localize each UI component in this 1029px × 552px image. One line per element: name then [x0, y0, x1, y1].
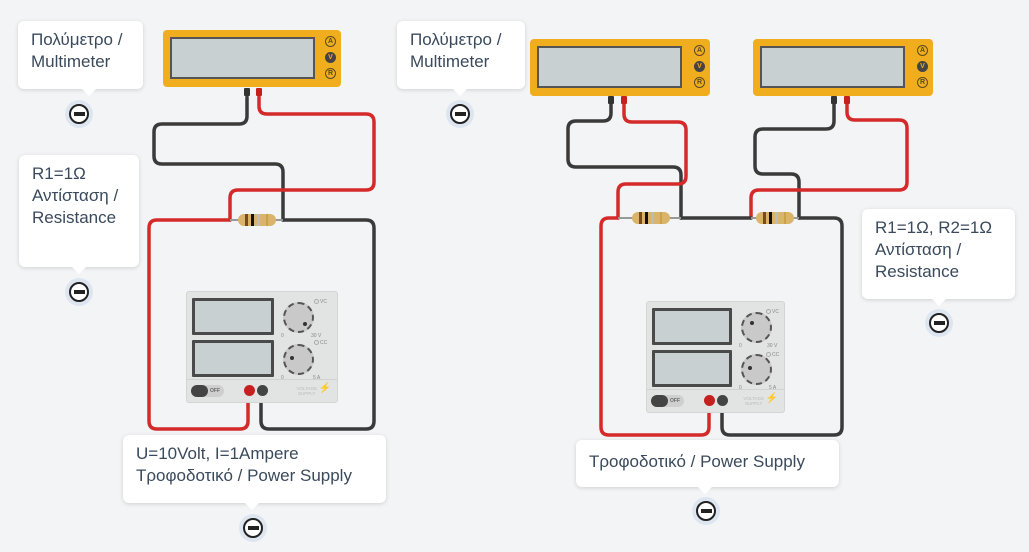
collapse-minus-icon[interactable] [692, 497, 720, 525]
psu-current-min: 0 [739, 385, 742, 391]
multimeter-voltmeter-button[interactable]: V [325, 52, 336, 63]
wire-black-meter1 [566, 101, 683, 220]
probe-red[interactable] [256, 88, 262, 96]
probe-red[interactable] [844, 96, 850, 104]
note-line: R1=1Ω, R2=1Ω [875, 218, 993, 237]
note-line: Αντίσταση / [32, 186, 119, 205]
note-line: Πολύμετρο / [410, 30, 502, 49]
psu-cc-label: CC [772, 352, 780, 358]
probe-black[interactable] [831, 96, 837, 104]
psu-positive-terminal[interactable] [244, 385, 255, 396]
wire-black-resistor-to-psu [259, 218, 376, 431]
psu-cv-label: VC [320, 299, 327, 305]
psu-current-display [192, 340, 274, 377]
multimeter-display [170, 37, 315, 79]
collapse-minus-icon[interactable] [446, 100, 474, 128]
note-line: Resistance [32, 208, 117, 227]
resistor-right-r2 [751, 212, 799, 224]
probe-red[interactable] [621, 96, 627, 104]
psu-cc-led [766, 352, 771, 357]
psu-voltage-display [652, 308, 732, 345]
lightning-bolt-icon: ⚡ [765, 393, 778, 404]
collapse-minus-icon[interactable] [65, 278, 93, 306]
psu-voltage-max: 30 V [311, 333, 322, 339]
multimeter-voltmeter-button[interactable]: V [694, 61, 705, 72]
multimeter-display [537, 46, 682, 88]
note-multimeter-right: Πολύμετρο / Multimeter [397, 21, 525, 96]
wire-red-to-psu [599, 216, 711, 437]
psu-current-display [652, 350, 732, 387]
resistor-left-r1 [230, 214, 283, 226]
note-power-supply-left: U=10Volt, I=1Ampere Τροφοδοτικό / Power … [123, 435, 386, 510]
multimeter-right-2[interactable]: A V R [753, 39, 933, 96]
collapse-minus-icon[interactable] [925, 309, 953, 337]
psu-current-max: 5 A [769, 385, 777, 391]
note-line: Multimeter [31, 52, 111, 71]
psu-current-max: 5 A [313, 375, 321, 381]
multimeter-ohmmeter-button[interactable]: R [694, 77, 705, 88]
psu-positive-terminal[interactable] [704, 395, 715, 406]
collapse-minus-icon[interactable] [65, 100, 93, 128]
psu-power-switch[interactable]: OFF [191, 385, 224, 397]
note-resistor-left: R1=1Ω Αντίσταση / Resistance [19, 155, 139, 274]
multimeter-ohmmeter-button[interactable]: R [325, 68, 336, 79]
multimeter-voltmeter-button[interactable]: V [917, 61, 928, 72]
wire-black-to-psu [720, 216, 844, 437]
psu-voltage-min: 0 [281, 333, 284, 339]
psu-cv-label: VC [772, 309, 779, 315]
probe-black[interactable] [608, 96, 614, 104]
psu-cv-led [766, 309, 771, 314]
note-line: R1=1Ω [32, 164, 86, 183]
note-line: Αντίσταση / [875, 240, 962, 259]
wire-black-meter-to-resistor [152, 95, 285, 222]
psu-cc-label: CC [320, 340, 328, 346]
multimeter-display [760, 46, 905, 88]
psu-current-knob[interactable] [741, 354, 772, 385]
wire-red-resistor-to-psu [147, 218, 250, 431]
wire-red-meter1 [616, 101, 688, 220]
note-line: Resistance [875, 262, 960, 281]
lightning-bolt-icon: ⚡ [318, 383, 331, 394]
collapse-minus-icon[interactable] [239, 514, 267, 542]
note-line: Τροφοδοτικό / Power Supply [589, 452, 805, 471]
multimeter-left[interactable]: A V R [163, 30, 341, 87]
psu-negative-terminal[interactable] [257, 385, 268, 396]
psu-cc-led [314, 340, 319, 345]
psu-negative-terminal[interactable] [717, 395, 728, 406]
psu-voltage-max: 30 V [767, 343, 778, 349]
note-line: Multimeter [410, 52, 490, 71]
wire-red-meter-to-resistor [228, 95, 376, 222]
note-resistor-right: R1=1Ω, R2=1Ω Αντίσταση / Resistance [862, 209, 1015, 306]
psu-current-knob[interactable] [283, 344, 314, 375]
psu-voltage-knob[interactable] [741, 312, 772, 343]
resistor-right-r1 [618, 212, 681, 224]
note-line: Τροφοδοτικό / Power Supply [136, 466, 352, 485]
note-line: Πολύμετρο / [31, 30, 123, 49]
psu-voltage-knob[interactable] [283, 302, 314, 333]
multimeter-ammeter-button[interactable]: A [325, 36, 336, 47]
wire-red-meter2 [749, 101, 909, 220]
psu-current-min: 0 [281, 375, 284, 381]
psu-power-switch[interactable]: OFF [651, 395, 684, 407]
wire-black-meter2 [753, 101, 836, 220]
multimeter-ohmmeter-button[interactable]: R [917, 77, 928, 88]
note-multimeter-left: Πολύμετρο / Multimeter [18, 21, 143, 96]
multimeter-ammeter-button[interactable]: A [917, 45, 928, 56]
note-power-supply-right: Τροφοδοτικό / Power Supply [576, 440, 839, 494]
psu-cv-led [314, 299, 319, 304]
multimeter-right-1[interactable]: A V R [530, 39, 710, 96]
note-line: U=10Volt, I=1Ampere [136, 444, 299, 463]
multimeter-ammeter-button[interactable]: A [694, 45, 705, 56]
psu-voltage-min: 0 [739, 343, 742, 349]
psu-voltage-display [192, 298, 274, 335]
probe-black[interactable] [244, 88, 250, 96]
